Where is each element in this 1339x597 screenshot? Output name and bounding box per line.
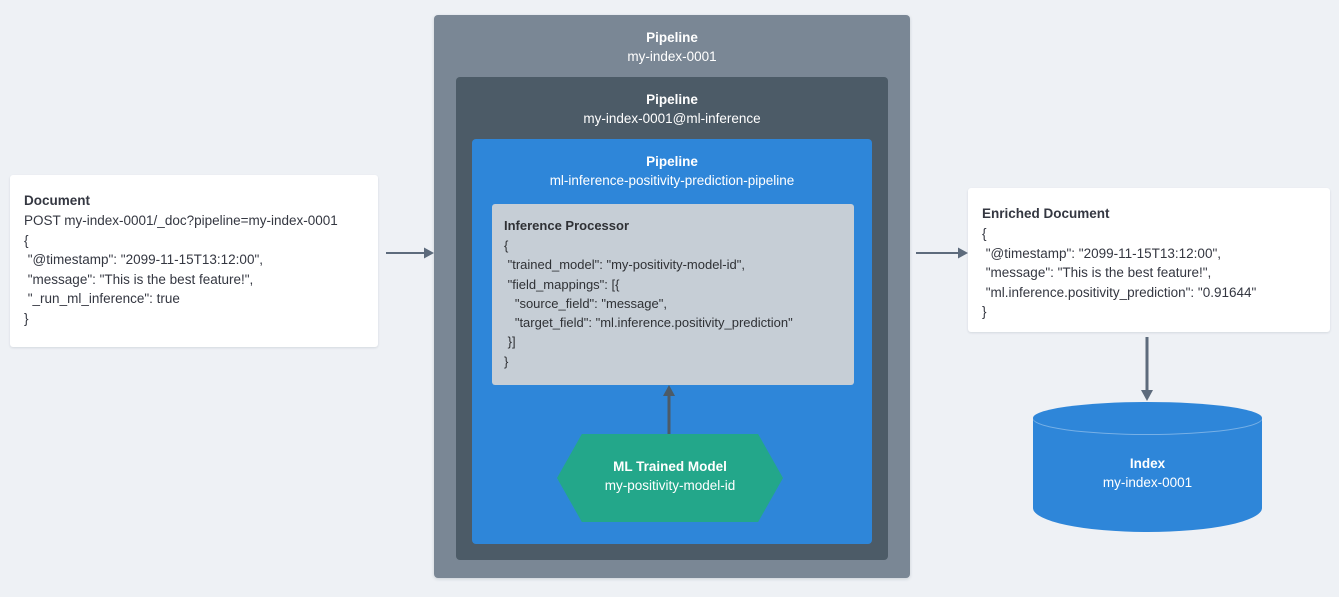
document-line-1: { — [24, 232, 29, 248]
hexagon-shape — [557, 434, 783, 522]
pipeline-inner-kind: Pipeline — [646, 154, 698, 169]
cylinder-top-ellipse-shape — [1033, 402, 1262, 434]
ml-trained-model-node: ML Trained Model my-positivity-model-id — [557, 434, 783, 522]
inference-processor-line-0: { — [504, 238, 509, 253]
document-title: Document — [24, 193, 91, 208]
index-cylinder-node: Index my-index-0001 — [1033, 402, 1262, 532]
inference-processor-title: Inference Processor — [504, 218, 630, 233]
pipeline-outer-name: my-index-0001 — [627, 49, 717, 64]
ml-trained-model-name: my-positivity-model-id — [604, 478, 736, 493]
pipeline-outer-kind: Pipeline — [646, 30, 698, 45]
document-line-3: "message": "This is the best feature!", — [24, 271, 254, 287]
enriched-document-line-0: { — [982, 226, 987, 241]
enriched-document-line-4: } — [982, 304, 987, 319]
enriched-document-title: Enriched Document — [982, 206, 1110, 221]
index-name: my-index-0001 — [1102, 475, 1193, 490]
inference-processor-line-1: "trained_model": "my-positivity-model-id… — [504, 257, 745, 273]
enriched-document-line-3: "ml.inference.positivity_prediction": "0… — [982, 284, 1257, 300]
document-line-5: } — [24, 310, 29, 326]
pipeline-middle-header: Pipeline my-index-0001@ml-inference — [456, 77, 888, 129]
ml-trained-model-kind: ML Trained Model — [613, 459, 727, 474]
arrow-document-to-pipeline-icon — [386, 247, 434, 259]
pipeline-outer-header: Pipeline my-index-0001 — [434, 15, 910, 67]
inference-processor-line-4: "target_field": "ml.inference.positivity… — [504, 315, 793, 331]
inference-processor-line-3: "source_field": "message", — [504, 295, 667, 311]
arrow-pipeline-to-enriched-icon — [916, 247, 968, 259]
pipeline-middle-kind: Pipeline — [646, 92, 698, 107]
enriched-document-line-2: "message": "This is the best feature!", — [982, 265, 1212, 280]
document-line-4: "_run_ml_inference": true — [24, 291, 180, 306]
pipeline-middle-name: my-index-0001@ml-inference — [583, 111, 761, 126]
ml-trained-model-label: ML Trained Model my-positivity-model-id — [557, 434, 783, 522]
pipeline-inner-name: ml-inference-positivity-prediction-pipel… — [549, 173, 795, 188]
arrow-enriched-to-index-icon — [1141, 337, 1153, 401]
enriched-document-card: Enriched Document { "@timestamp": "2099-… — [968, 188, 1330, 332]
document-line-2: "@timestamp": "2099-11-15T13:12:00", — [24, 252, 263, 267]
index-kind: Index — [1129, 456, 1166, 471]
inference-processor-line-2: "field_mappings": [{ — [504, 276, 620, 292]
document-line-0: POST my-index-0001/_doc?pipeline=my-inde… — [24, 213, 338, 228]
arrow-model-to-processor-icon — [663, 385, 675, 434]
pipeline-inner-header: Pipeline ml-inference-positivity-predict… — [472, 139, 872, 191]
inference-processor-line-5: }] — [504, 334, 516, 350]
cylinder-body-shape — [1033, 418, 1262, 532]
document-card: Document POST my-index-0001/_doc?pipelin… — [10, 175, 378, 347]
enriched-document-line-1: "@timestamp": "2099-11-15T13:12:00", — [982, 245, 1221, 261]
inference-processor-line-6: } — [504, 353, 509, 369]
index-label: Index my-index-0001 — [1033, 454, 1262, 492]
inference-processor-panel: Inference Processor { "trained_model": "… — [492, 204, 854, 385]
